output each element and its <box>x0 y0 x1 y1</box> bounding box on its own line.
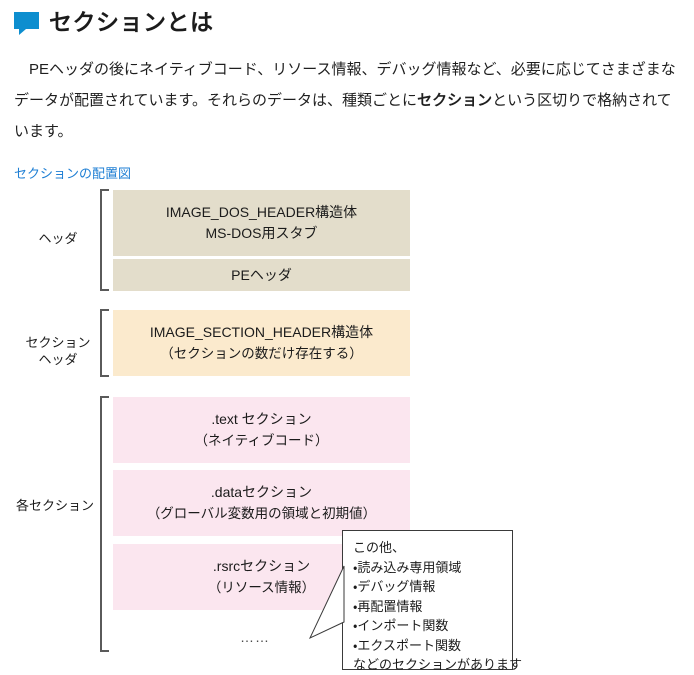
page-title: セクションとは <box>49 8 214 35</box>
intro-emphasis-section: セクション <box>417 92 493 109</box>
image-dos-header-block-line1: IMAGE_DOS_HEADER構造体 <box>165 204 358 220</box>
speech-bubble-icon <box>14 12 39 35</box>
callout-line-4: ・再配置情報 <box>353 598 423 614</box>
pe-header-block: PEヘッダ <box>113 259 410 291</box>
bracket-each-section-group <box>100 396 109 652</box>
group-label-section-header-line1: セクション <box>25 335 91 350</box>
group-label-each-section: 各セクション <box>15 498 94 513</box>
data-section-block-line1: .dataセクション <box>210 484 313 500</box>
intro-paragraph: PEヘッダの後にネイティブコード、リソース情報、デバッグ情報など、必要に応じてさ… <box>14 54 682 147</box>
data-section-block-line2: （グローバル変数用の領域と初期値） <box>146 506 377 521</box>
intro-line-1: PEヘッダの後にネイティブコード、リソース情報、デバッグ情報など、必要に応じてさ… <box>14 61 676 78</box>
callout-line-6: ・エクスポート関数 <box>353 637 462 653</box>
group-label-section-header: セクション ヘッダ <box>20 334 96 368</box>
ellipsis-more-sections: …… <box>240 629 270 645</box>
group-label-section-header-line2: ヘッダ <box>38 352 78 367</box>
image-dos-header-block: IMAGE_DOS_HEADER構造体 MS-DOS用スタブ <box>113 190 410 256</box>
callout-line-2: ・読み込み専用領域 <box>353 559 462 575</box>
image-section-header-block-line1: IMAGE_SECTION_HEADER構造体 <box>149 324 374 340</box>
intro-line-2a: データが配置されています。それらのデータは、種類ごとに <box>14 92 418 109</box>
callout-pointer <box>308 565 345 640</box>
intro-line-2b: という区切りで格納されて <box>492 92 672 109</box>
speech-bubble-tail <box>19 29 26 35</box>
callout-line-5: ・インポート関数 <box>353 618 449 633</box>
data-section-block: .dataセクション （グローバル変数用の領域と初期値） <box>113 470 410 536</box>
callout-line-1: この他、 <box>353 540 406 555</box>
image-section-header-block-line2: （セクションの数だけ存在する） <box>160 346 363 361</box>
bracket-header-group <box>100 189 109 291</box>
text-section-block-line2: （ネイティブコード） <box>194 433 329 448</box>
callout-line-7: などのセクションがあります <box>353 657 523 672</box>
image-dos-header-block-line2: MS-DOS用スタブ <box>205 225 318 241</box>
page-heading: セクションとは <box>14 8 214 35</box>
text-section-block: .text セクション （ネイティブコード） <box>113 397 410 463</box>
text-section-block-line1: .text セクション <box>211 411 312 427</box>
callout-other-sections: この他、 ・読み込み専用領域 ・デバッグ情報 ・再配置情報 ・インポート関数 ・… <box>342 530 522 672</box>
image-section-header-block: IMAGE_SECTION_HEADER構造体 （セクションの数だけ存在する） <box>113 310 410 376</box>
diagram-caption: セクションの配置図 <box>14 166 132 181</box>
group-label-header: ヘッダ <box>38 231 78 246</box>
speech-bubble-body <box>14 12 39 29</box>
callout-line-3: ・デバッグ情報 <box>353 579 436 594</box>
rsrc-section-block-line1: .rsrcセクション <box>212 558 311 574</box>
pe-header-block-line1: PEヘッダ <box>231 266 292 283</box>
bracket-section-header-group <box>100 309 109 377</box>
intro-line-3: います。 <box>14 123 73 140</box>
rsrc-section-block-line2: （リソース情報） <box>207 580 316 595</box>
